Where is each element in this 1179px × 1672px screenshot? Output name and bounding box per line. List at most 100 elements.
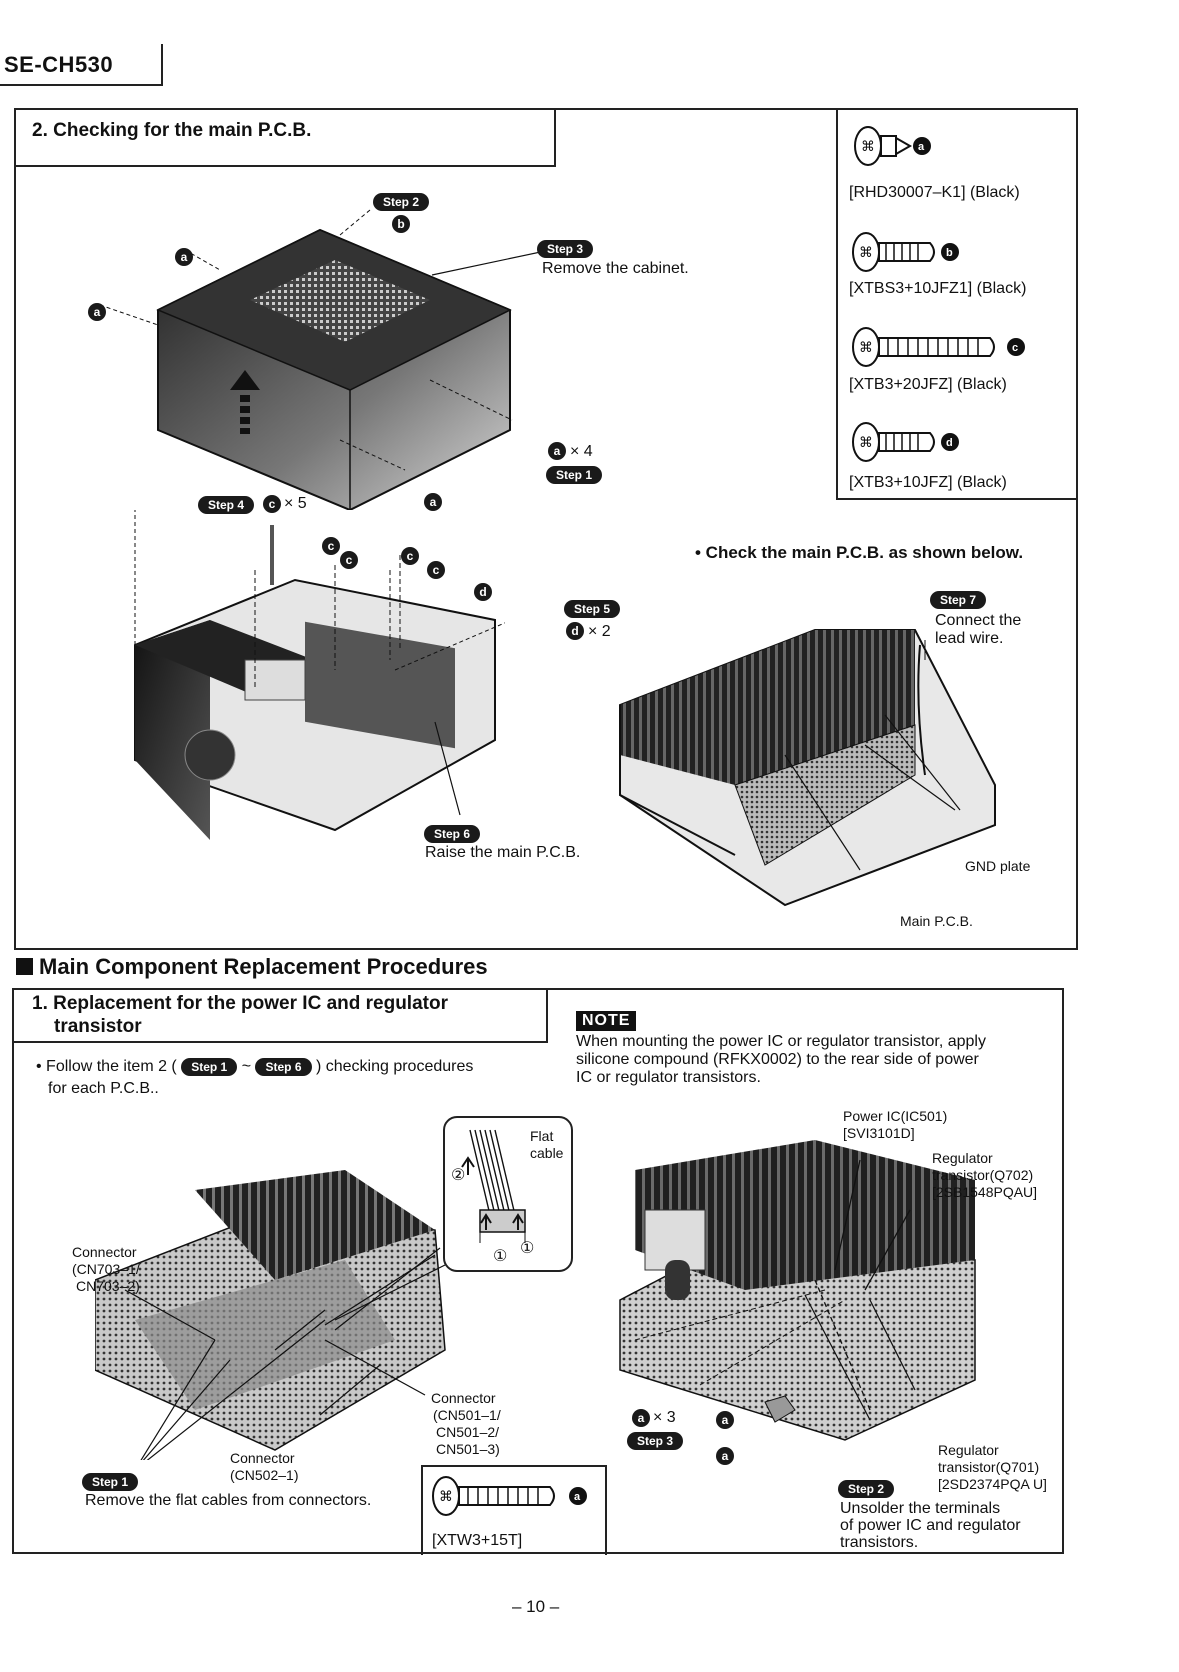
connector-cn502-line2: (CN502–1) <box>230 1467 299 1483</box>
step3-text: Remove the cabinet. <box>542 260 689 277</box>
screw-a-callout: a <box>88 303 106 321</box>
screw-a-callout: a <box>716 1447 734 1465</box>
follow-text-2: ) checking procedures <box>315 1058 474 1075</box>
header-rule-vertical <box>161 44 163 85</box>
unsolder-step2-label: Step 2 <box>838 1480 895 1498</box>
screw-a-callout: a <box>548 442 566 460</box>
unsolder-text-line3: transistors. <box>840 1534 919 1551</box>
note-label: NOTE <box>576 1011 637 1031</box>
connector-cn703-line1: Connector <box>72 1244 137 1260</box>
connector-cn501-line3: CN501–2/ <box>436 1424 500 1440</box>
screw-a-quantity: × 4 <box>570 443 593 460</box>
check-section-title: 2. Checking for the main P.C.B. <box>16 110 556 167</box>
step6-text: Raise the main P.C.B. <box>425 844 581 861</box>
unsolder-text-line2: of power IC and regulator <box>840 1517 1021 1534</box>
screw-a-icon: ⌘ a <box>854 126 931 166</box>
flat-cable-illustration <box>461 1129 526 1243</box>
reg-q701-line3: [2SD2374PQA U] <box>938 1476 1047 1492</box>
remove-step1-text: Remove the flat cables from connectors. <box>85 1492 372 1509</box>
heading-square-icon <box>16 958 33 975</box>
follow-tilde: ~ <box>241 1058 252 1075</box>
screw-d-code: [XTB3+10JFZ] (Black) <box>849 474 1007 491</box>
step7-text-line1: Connect the <box>935 612 1022 629</box>
flat-cable-step-1b: ① <box>520 1240 535 1257</box>
step7-label: Step 7 <box>930 591 987 609</box>
flat-cable-inset <box>443 1116 573 1272</box>
connector-cn502-line1: Connector <box>230 1450 295 1466</box>
screw-d-callout: d <box>474 583 492 601</box>
step5-label: Step 5 <box>564 600 621 618</box>
svg-text:a: a <box>574 1491 581 1503</box>
connector-cn501-line4: CN501–3) <box>436 1441 500 1457</box>
screw-a-callout: a <box>632 1409 650 1427</box>
pcb-connectors-illustration <box>95 1170 446 1460</box>
reg-q702-line3: [2SB1548PQAU] <box>932 1184 1038 1200</box>
flat-cable-label-line2: cable <box>530 1145 564 1161</box>
svg-text:⌘: ⌘ <box>439 1489 453 1505</box>
flat-cable-label-line1: Flat <box>530 1128 554 1144</box>
main-replacement-heading: Main Component Replacement Procedures <box>16 954 488 980</box>
note-line1: When mounting the power IC or regulator … <box>576 1033 986 1050</box>
flat-cable-step-1a: ① <box>493 1248 508 1265</box>
page-number: – 10 – <box>512 1597 560 1616</box>
screw-c-illustration <box>270 525 274 585</box>
gnd-plate-label: GND plate <box>965 858 1031 874</box>
svg-text:⌘: ⌘ <box>859 245 873 261</box>
svg-text:⌘: ⌘ <box>859 435 873 451</box>
follow-text-1: • Follow the item 2 ( <box>36 1058 177 1075</box>
connector-cn501-line1: Connector <box>431 1390 496 1406</box>
flat-cable-step-2: ② <box>451 1167 466 1184</box>
follow-step-b: Step 6 <box>255 1058 312 1076</box>
screw-c-callout: c <box>322 537 340 555</box>
main-pcb-label: Main P.C.B. <box>900 913 973 929</box>
connector-cn703-line3: CN703–2) <box>76 1278 140 1294</box>
screw-b-callout: b <box>392 215 410 233</box>
step6-leader <box>434 721 461 816</box>
reg-q701-line1: Regulator <box>938 1442 999 1458</box>
screw-c-quantity: × 5 <box>284 495 307 512</box>
step1-label: Step 1 <box>546 466 603 484</box>
follow-step-a: Step 1 <box>181 1058 238 1076</box>
screw-b-icon: ⌘ b <box>852 232 959 272</box>
chassis-illustration <box>134 510 505 840</box>
svg-text:⌘: ⌘ <box>861 139 875 155</box>
step4-label: Step 4 <box>198 496 255 514</box>
check-section-frame <box>14 108 1078 950</box>
header-rule <box>0 84 163 86</box>
svg-text:b: b <box>946 247 953 259</box>
screw-b-code: [XTBS3+10JFZ1] (Black) <box>849 280 1027 297</box>
check-instruction: • Check the main P.C.B. as shown below. <box>695 543 1024 562</box>
screw-c-callout: c <box>427 561 445 579</box>
follow-instruction: • Follow the item 2 ( Step 1 ~ Step 6 ) … <box>36 1058 473 1076</box>
cabinet-illustration <box>99 209 551 510</box>
step3-label: Step 3 <box>537 240 594 258</box>
reg-q702-line2: transistor(Q702) <box>932 1167 1034 1183</box>
main-replacement-heading-text: Main Component Replacement Procedures <box>39 954 488 979</box>
screw-d-callout: d <box>566 622 584 640</box>
step7-text-line2: lead wire. <box>935 630 1004 647</box>
screw-list-box <box>836 108 1078 500</box>
connector-cn703-line2: (CN703–1/ <box>72 1261 140 1277</box>
screw-c-code: [XTB3+20JFZ] (Black) <box>849 376 1007 393</box>
remove-step1-label: Step 1 <box>82 1473 139 1491</box>
screw-d-icon: ⌘ d <box>852 422 959 462</box>
reg-q701-line2: transistor(Q701) <box>938 1459 1040 1475</box>
svg-text:c: c <box>1012 342 1018 354</box>
screw-c-callout: c <box>340 551 358 569</box>
screw-a-quantity-x3: × 3 <box>653 1409 676 1426</box>
main-pcb-raised-illustration <box>619 629 996 907</box>
screw-c-callout: c <box>263 495 281 513</box>
step6-label: Step 6 <box>424 825 481 843</box>
model-name: SE-CH530 <box>4 52 114 77</box>
note-line2: silicone compound (RFKX0002) to the rear… <box>576 1051 979 1068</box>
screw-a-callout: a <box>175 248 193 266</box>
connector-cn501-line2: (CN501–1/ <box>433 1407 501 1423</box>
step2-label: Step 2 <box>373 193 430 211</box>
unscrew-step3-label: Step 3 <box>627 1432 684 1450</box>
replace-section-frame <box>12 988 1064 1554</box>
screw-xtw3-box <box>421 1465 607 1555</box>
screw-c-callout: c <box>401 547 419 565</box>
screw-c-icon: ⌘ c <box>852 327 1025 367</box>
reg-q702-line1: Regulator <box>932 1150 993 1166</box>
replace-section-title-line1: 1. Replacement for the power IC and regu… <box>32 993 448 1014</box>
